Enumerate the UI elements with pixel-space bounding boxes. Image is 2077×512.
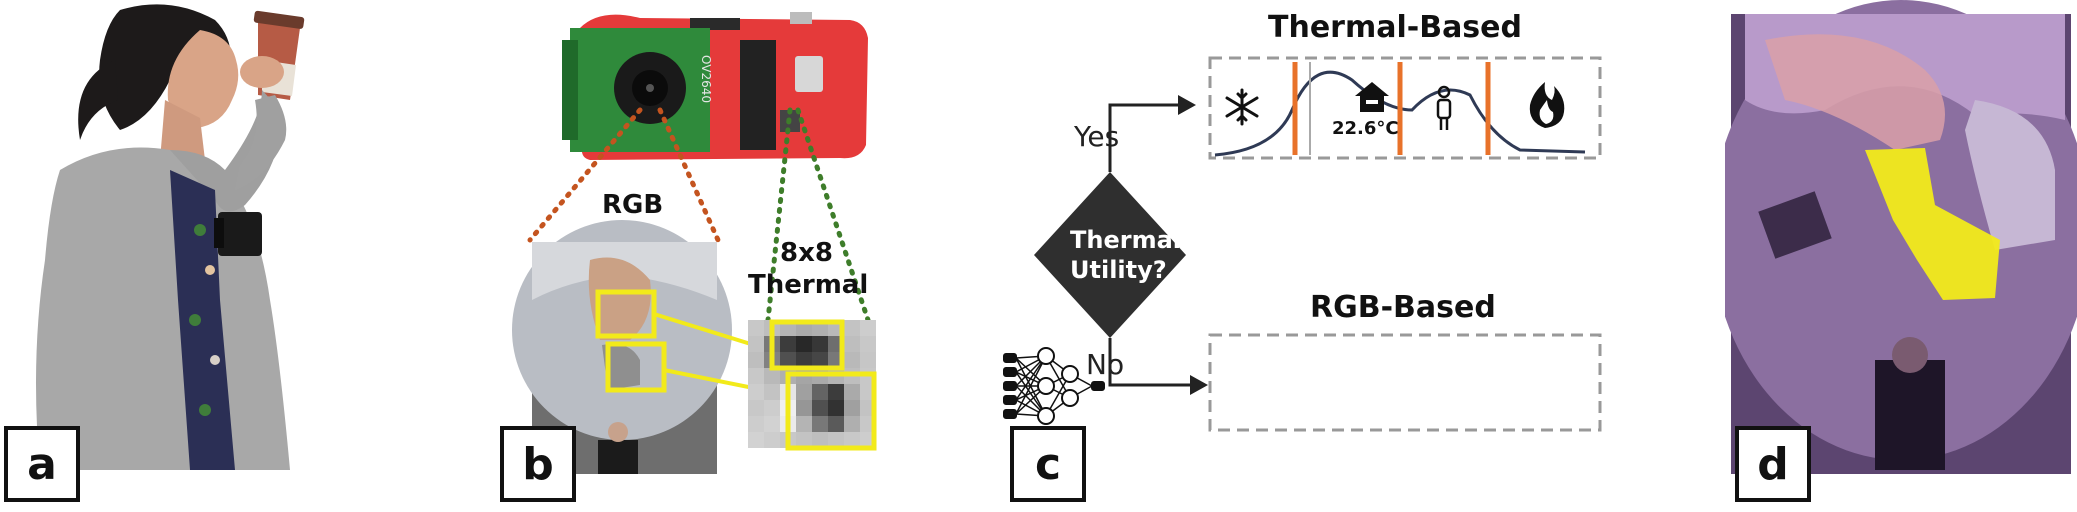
decision-text-line2: Utility?: [1070, 256, 1167, 284]
thermal-pixel: [844, 384, 860, 400]
thermal-grid-image: [748, 320, 876, 448]
snowflake-icon: [1225, 88, 1259, 126]
thermal-pixel: [812, 432, 828, 448]
thermal-pixel: [748, 352, 764, 368]
thermal-pixel: [796, 416, 812, 432]
thermal-pixel: [860, 320, 876, 336]
thermal-pixel: [796, 336, 812, 352]
thermal-pixel: [844, 320, 860, 336]
person-drinking-photo: [36, 4, 305, 470]
thermal-pixel: [844, 352, 860, 368]
thermal-based-title: Thermal-Based: [1268, 10, 1522, 45]
no-label: No: [1086, 348, 1125, 381]
fire-icon: [1529, 82, 1565, 128]
rgb-based-box: [1208, 333, 1602, 432]
thermal-pixel: [812, 416, 828, 432]
decision-text-line1: Thermal: [1070, 226, 1181, 254]
thermal-pixel: [812, 336, 828, 352]
thermal-pixel: [796, 352, 812, 368]
segmentation-overlay-image: [1725, 0, 2077, 474]
thermal-pixel: [764, 432, 780, 448]
thermal-pixel: [764, 384, 780, 400]
thermal-pixel: [828, 400, 844, 416]
rgb-hand-box: [605, 341, 667, 393]
yes-arrow-icon: [1178, 95, 1196, 115]
thermal-pixel: [748, 416, 764, 432]
thermal-pixel: [828, 416, 844, 432]
camera-module-icon: OV2640: [562, 28, 713, 152]
panel-d: d: [1725, 0, 2077, 512]
thermal-pixel: [748, 320, 764, 336]
thermal-pixel: [764, 416, 780, 432]
thermal-pixel: [748, 384, 764, 400]
room-temperature-value: 22.6°C: [1332, 118, 1399, 139]
thermal-pixel: [812, 400, 828, 416]
thermal-pixel: [796, 432, 812, 448]
thermal-pixel: [748, 400, 764, 416]
thermal-pixel: [844, 416, 860, 432]
panel-b: OV2640 RGB 8x8 Thermal b: [490, 0, 910, 512]
decision-diamond: [1034, 172, 1186, 338]
panel-d-letter: d: [1735, 426, 1811, 502]
panel-a-letter: a: [4, 426, 80, 502]
thermal-pixel: [812, 352, 828, 368]
rgb-label: RGB: [602, 190, 664, 220]
thermal-pixel: [844, 336, 860, 352]
thermal-pixel: [860, 336, 876, 352]
thermal-pixel: [780, 336, 796, 352]
person-icon: [1436, 85, 1452, 130]
thermal-pixel: [828, 384, 844, 400]
thermal-pixel: [780, 352, 796, 368]
panel-c: Thermal Utility? Yes No Thermal-Based RG…: [1000, 0, 1620, 512]
neural-network-icon: [1003, 347, 1105, 425]
thermal-pixel: [812, 384, 828, 400]
thermal-pixel: [748, 432, 764, 448]
thermal-pixel: [748, 368, 764, 384]
thermal-pixel: [764, 368, 780, 384]
thermal-pixel: [860, 352, 876, 368]
wearable-camera-icon: [214, 212, 262, 256]
thermal-pixel: [764, 400, 780, 416]
thermal-hand-box: [785, 371, 877, 451]
thermal-pixel: [796, 400, 812, 416]
thermal-label-line2: Thermal: [748, 270, 869, 300]
thermal-based-box: [1208, 56, 1602, 160]
thermal-pixel: [844, 432, 860, 448]
thermal-pixel: [796, 384, 812, 400]
yes-label: Yes: [1074, 120, 1120, 153]
panel-c-letter: c: [1010, 426, 1086, 502]
thermal-pixel: [748, 336, 764, 352]
panel-b-letter: b: [500, 426, 576, 502]
segmented-cup-mask: [1865, 148, 2000, 300]
panel-a: a: [0, 0, 400, 512]
thermal-pixel: [828, 432, 844, 448]
thermal-pixel: [844, 400, 860, 416]
decision-flowchart: [1003, 56, 1602, 432]
home-temperature-icon: [1355, 82, 1389, 112]
thermal-label-line1: 8x8: [780, 238, 833, 268]
chip-label: OV2640: [699, 55, 713, 103]
rgb-based-title: RGB-Based: [1310, 290, 1496, 325]
thermal-cup-box: [769, 319, 845, 371]
no-arrow-icon: [1190, 375, 1208, 395]
